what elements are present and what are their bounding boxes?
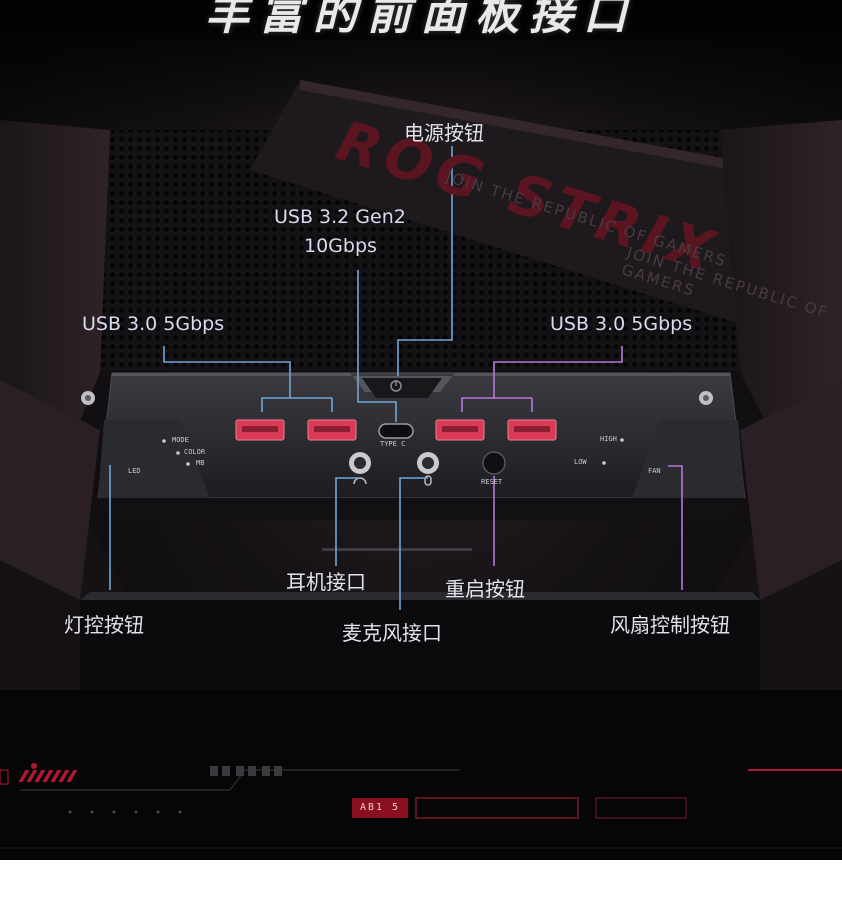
model-badge: AB1 5	[352, 798, 408, 818]
panel-fan-label: FAN	[648, 467, 661, 475]
page-heading: 丰富的前面板接口	[205, 0, 637, 40]
case-illustration	[0, 0, 842, 860]
label-fan-button: 风扇控制按钮	[610, 613, 730, 637]
label-usb-left: USB 3.0 5Gbps	[82, 313, 225, 335]
reset-button-hw	[482, 451, 506, 475]
usb-port-right-2	[507, 419, 557, 441]
microphone-icon	[424, 475, 432, 486]
label-led-button: 灯控按钮	[64, 613, 144, 637]
label-headphone-jack: 耳机接口	[286, 570, 366, 594]
panel-low-label: LOW	[574, 458, 587, 466]
label-usb-right: USB 3.0 5Gbps	[550, 313, 693, 335]
strix-strap	[250, 80, 842, 350]
panel-high-label: HIGH	[600, 435, 617, 443]
panel-reset-label: RESET	[481, 478, 503, 486]
usb-port-left-1	[235, 419, 285, 441]
panel-mb-label: MB	[196, 459, 205, 467]
label-reset-button: 重启按钮	[445, 577, 525, 601]
usb-c-port	[378, 423, 414, 439]
microphone-jack	[417, 452, 439, 474]
label-usb-c-line1: USB 3.2 Gen2	[274, 206, 406, 228]
label-usb-c-line2: 10Gbps	[304, 235, 377, 257]
usb-port-right-1	[435, 419, 485, 441]
label-power-button: 电源按钮	[404, 121, 484, 145]
label-mic-jack: 麦克风接口	[342, 621, 442, 645]
headphone-jack	[349, 452, 371, 474]
panel-color-label: COLOR	[184, 448, 206, 456]
panel-typec-label: TYPE C	[380, 440, 406, 448]
product-showcase: ROG STRIX JOIN THE REPUBLIC OF GAMERS JO…	[0, 0, 842, 860]
usb-port-left-2	[307, 419, 357, 441]
panel-led-label: LED	[128, 467, 141, 475]
panel-mode-label: MODE	[172, 436, 189, 444]
